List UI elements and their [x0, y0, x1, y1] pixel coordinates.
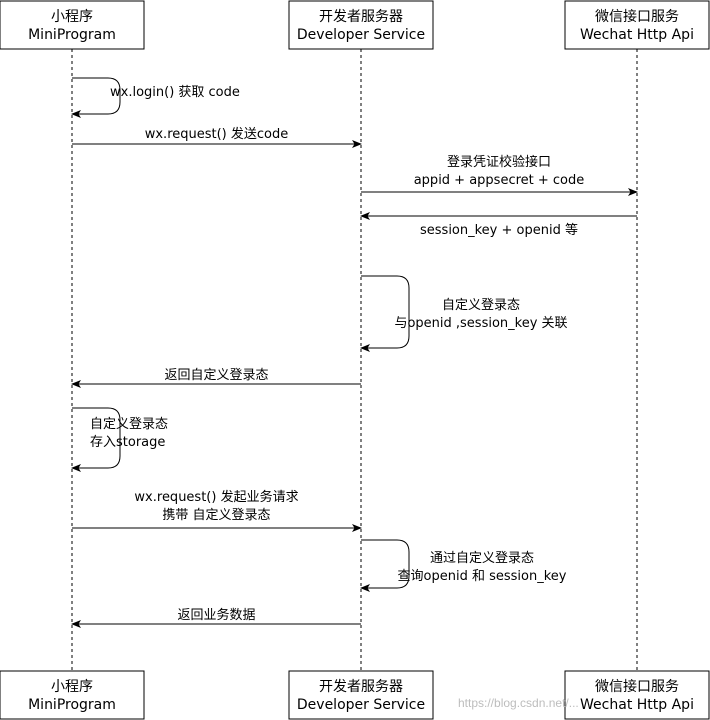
participant-name-cn: 微信接口服务 [595, 678, 679, 695]
self-call-label: 自定义登录态 [442, 298, 520, 313]
self-call-arrow [360, 539, 410, 592]
participant-box-wx-bottom: 微信接口服务 Wechat Http Api [564, 670, 710, 720]
message-label: session_key + openid 等 [420, 222, 578, 238]
self-call-label: wx.login() 获取 code [110, 85, 240, 100]
self-call-arrow [360, 275, 410, 352]
participant-box-dev-top: 开发者服务器 Developer Service [288, 0, 434, 50]
participant-box-mini-top: 小程序 MiniProgram [0, 0, 145, 50]
participant-box-dev-bottom: 开发者服务器 Developer Service [288, 670, 434, 720]
self-call-label: 通过自定义登录态 [430, 551, 534, 566]
watermark-text: https://blog.csdn.net/... [458, 696, 579, 710]
participant-name-en: Developer Service [297, 697, 425, 713]
self-call-label: 自定义登录态 [90, 417, 168, 432]
message-label: 返回业务数据 [177, 607, 255, 623]
participant-name-cn: 开发者服务器 [319, 9, 403, 25]
message-m1: wx.login() 获取 code [71, 77, 240, 118]
participant-name-en: MiniProgram [28, 27, 116, 43]
participant-name-en: Developer Service [297, 27, 425, 43]
message-m2: wx.request() 发送code [72, 126, 362, 148]
message-m10: 返回业务数据 [71, 607, 361, 628]
participant-name-cn: 微信接口服务 [595, 8, 679, 25]
participant-box-wx-top: 微信接口服务 Wechat Http Api [564, 0, 710, 50]
message-label: 返回自定义登录态 [164, 368, 268, 383]
participant-name-cn: 小程序 [51, 9, 93, 25]
participant-name-cn: 开发者服务器 [319, 679, 403, 695]
message-label: 登录凭证校验接口 [447, 154, 551, 170]
message-label: wx.request() 发送code [145, 126, 289, 142]
self-call-arrow [71, 407, 121, 472]
self-call-label: 查询openid 和 session_key [398, 569, 567, 584]
message-m4: session_key + openid 等 [360, 212, 637, 238]
participant-name-en: MiniProgram [28, 697, 116, 713]
participant-name-en: Wechat Http Api [580, 697, 694, 713]
participant-name-cn: 小程序 [51, 679, 93, 695]
message-label: appid + appsecret + code [414, 173, 585, 188]
self-call-label: 与openid ,session_key 关联 [394, 316, 567, 331]
self-call-label: 存入storage [90, 435, 165, 450]
message-label: wx.request() 发起业务请求 [134, 489, 298, 505]
message-m6: 返回自定义登录态 [71, 368, 361, 388]
message-m3: 登录凭证校验接口 appid + appsecret + code [361, 154, 638, 196]
participant-name-en: Wechat Http Api [580, 27, 694, 43]
message-label: 携带 自定义登录态 [162, 507, 270, 523]
participant-box-mini-bottom: 小程序 MiniProgram [0, 670, 145, 720]
self-call-arrow [71, 77, 121, 118]
